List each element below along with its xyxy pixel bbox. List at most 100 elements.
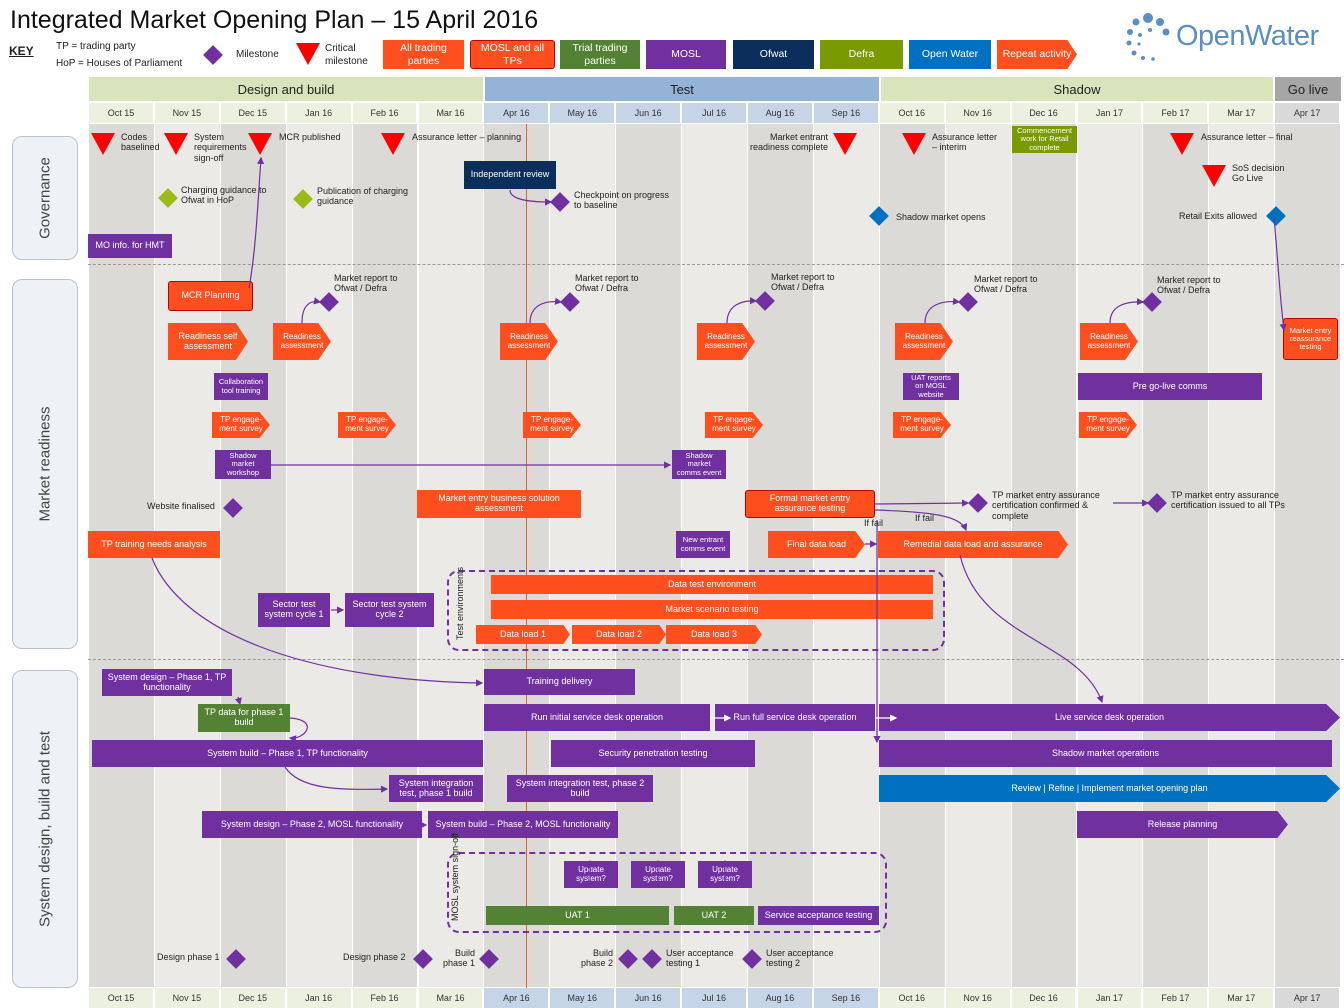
box-tp-survey: TP engage-ment survey bbox=[705, 412, 763, 438]
month-label: Feb 17 bbox=[1143, 988, 1208, 1008]
box-tp-data-phase1: TP data for phase 1 build bbox=[198, 704, 290, 732]
bar-shadow-market-ops: Shadow market operations bbox=[879, 740, 1332, 767]
month-label: Oct 16 bbox=[879, 988, 944, 1008]
critical-milestone-icon bbox=[381, 133, 405, 155]
critical-milestone-icon bbox=[1202, 165, 1226, 187]
month-column bbox=[286, 124, 352, 987]
uat-group bbox=[447, 852, 887, 933]
box-readiness-3: Readiness assessment bbox=[697, 323, 755, 360]
month-label: May 16 bbox=[550, 103, 615, 123]
month-label: Jan 16 bbox=[286, 103, 351, 123]
label-tp-cert-issued: TP market entry assurance certification … bbox=[1171, 490, 1285, 511]
bar-data-load-1: Data load 1 bbox=[476, 625, 570, 644]
label-publication-charging: Publication of charging guidance bbox=[317, 186, 409, 207]
box-readiness-5: Readiness assessment bbox=[1080, 323, 1138, 360]
page-title: Integrated Market Opening Plan – 15 Apri… bbox=[10, 6, 539, 34]
label-market-entrant-readiness: Market entrant readiness complete bbox=[749, 132, 828, 153]
key-milestone: Milestone bbox=[236, 49, 279, 60]
box-tp-survey: TP engage-ment survey bbox=[212, 412, 270, 438]
label-uat-1: User acceptance testing 1 bbox=[666, 948, 734, 969]
month-column bbox=[1077, 124, 1143, 987]
label-system-requirements: System requirements sign-off bbox=[194, 132, 247, 163]
label-market-report: Market report to Ofwat / Defra bbox=[771, 272, 835, 293]
bar-data-load-2: Data load 2 bbox=[572, 625, 666, 644]
label-sos-decision: SoS decision Go Live bbox=[1232, 163, 1285, 184]
critical-milestone-icon bbox=[902, 133, 926, 155]
box-uat-reports: UAT reports on MOSL website bbox=[903, 373, 959, 400]
label-assurance-interim: Assurance letter – interim bbox=[932, 132, 998, 153]
key-hop: HoP = Houses of Parliament bbox=[56, 58, 183, 69]
key-repeat-activity: Repeat activity bbox=[997, 40, 1077, 69]
bar-uat-2: UAT 2 bbox=[674, 906, 754, 925]
month-column bbox=[220, 124, 286, 987]
month-label: Jan 17 bbox=[1077, 103, 1142, 123]
month-label: Nov 16 bbox=[945, 103, 1010, 123]
key-all-trading-parties: All trading parties bbox=[383, 40, 464, 69]
box-new-entrant: New entrant comms event bbox=[676, 531, 730, 558]
month-label: Apr 16 bbox=[484, 988, 549, 1008]
month-column bbox=[616, 124, 682, 987]
box-system-design-2: System design – Phase 2, MOSL functional… bbox=[202, 811, 422, 838]
month-label: Feb 16 bbox=[352, 988, 417, 1008]
month-label: Mar 17 bbox=[1209, 988, 1274, 1008]
box-pre-go-live-comms: Pre go-live comms bbox=[1078, 373, 1262, 400]
label-uat-2: User acceptance testing 2 bbox=[766, 948, 834, 969]
key-mosl: MOSL bbox=[646, 40, 726, 69]
label-if-fail: If fail bbox=[915, 513, 935, 523]
label-design-phase-1: Design phase 1 bbox=[157, 952, 220, 962]
month-label: Apr 17 bbox=[1275, 988, 1340, 1008]
box-readiness-self: Readiness self assessment bbox=[168, 323, 248, 360]
box-readiness-2: Readiness assessment bbox=[500, 323, 558, 360]
month-label: Feb 17 bbox=[1143, 103, 1208, 123]
critical-milestone-icon bbox=[1170, 133, 1194, 155]
month-label: Nov 15 bbox=[154, 103, 219, 123]
month-label: Feb 16 bbox=[352, 103, 417, 123]
label-assurance-final: Assurance letter – final bbox=[1201, 132, 1293, 142]
month-label: Jan 16 bbox=[286, 988, 351, 1008]
box-shadow-comms: Shadow market comms event bbox=[672, 450, 726, 479]
box-system-build-2: System build – Phase 2, MOSL functionali… bbox=[428, 811, 618, 838]
box-commencement-retail: Commencement work for Retail complete bbox=[1012, 126, 1077, 153]
month-label: Nov 15 bbox=[154, 988, 219, 1008]
key-label: KEY bbox=[9, 44, 34, 58]
critical-milestone-icon bbox=[91, 133, 115, 155]
month-label: Jul 16 bbox=[682, 103, 746, 123]
month-label: Dec 16 bbox=[1011, 988, 1076, 1008]
month-column bbox=[418, 124, 484, 987]
phase-design-build: Design and build bbox=[89, 77, 483, 101]
separator bbox=[88, 264, 1344, 265]
label-retail-exits: Retail Exits allowed bbox=[1179, 211, 1258, 221]
box-sit-phase2: System integration test, phase 2 build bbox=[507, 775, 653, 802]
label-if-fail: If fail bbox=[864, 518, 884, 528]
month-column bbox=[1275, 124, 1341, 987]
month-label: Mar 17 bbox=[1209, 103, 1274, 123]
bar-market-scenario: Market scenario testing bbox=[491, 600, 933, 619]
phase-shadow: Shadow bbox=[881, 77, 1273, 101]
month-label: Oct 16 bbox=[879, 103, 944, 123]
label-build-phase-2: Build phase 2 bbox=[580, 948, 613, 969]
key-open-water: Open Water bbox=[909, 40, 991, 69]
month-label: Apr 17 bbox=[1275, 103, 1340, 123]
box-mcr-planning: MCR Planning bbox=[168, 281, 253, 311]
test-environments-group bbox=[447, 570, 945, 651]
label-market-report: Market report to Ofwat / Defra bbox=[575, 273, 639, 294]
label-design-phase-2: Design phase 2 bbox=[343, 952, 406, 962]
bar-release-planning: Release planning bbox=[1077, 811, 1288, 838]
box-mo-info-hmt: MO info. for HMT bbox=[88, 234, 172, 258]
critical-milestone-icon bbox=[248, 133, 272, 155]
label-market-report: Market report to Ofwat / Defra bbox=[334, 273, 398, 294]
label-mcr-published: MCR published bbox=[279, 132, 341, 142]
box-sit-phase1: System integration test, phase 1 build bbox=[389, 775, 483, 802]
box-market-entry-solution: Market entry business solution assessmen… bbox=[417, 490, 581, 518]
bar-data-test-environment: Data test environment bbox=[491, 575, 933, 594]
bar-run-full-desk: Run full service desk operation bbox=[715, 704, 875, 731]
box-training-delivery: Training delivery bbox=[484, 669, 635, 695]
box-tp-survey: TP engage-ment survey bbox=[1079, 412, 1137, 438]
box-shadow-workshop: Shadow market workshop bbox=[215, 450, 271, 479]
bar-uat-1: UAT 1 bbox=[486, 906, 669, 925]
box-final-data-load: Final data load bbox=[768, 531, 865, 558]
bar-review-refine: Review | Refine | Implement market openi… bbox=[879, 775, 1340, 802]
bar-system-build-1: System build – Phase 1, TP functionality bbox=[92, 740, 483, 767]
box-collaboration-training: Collaboration tool training bbox=[214, 373, 268, 400]
box-remedial-data-load: Remedial data load and assurance bbox=[878, 531, 1068, 558]
